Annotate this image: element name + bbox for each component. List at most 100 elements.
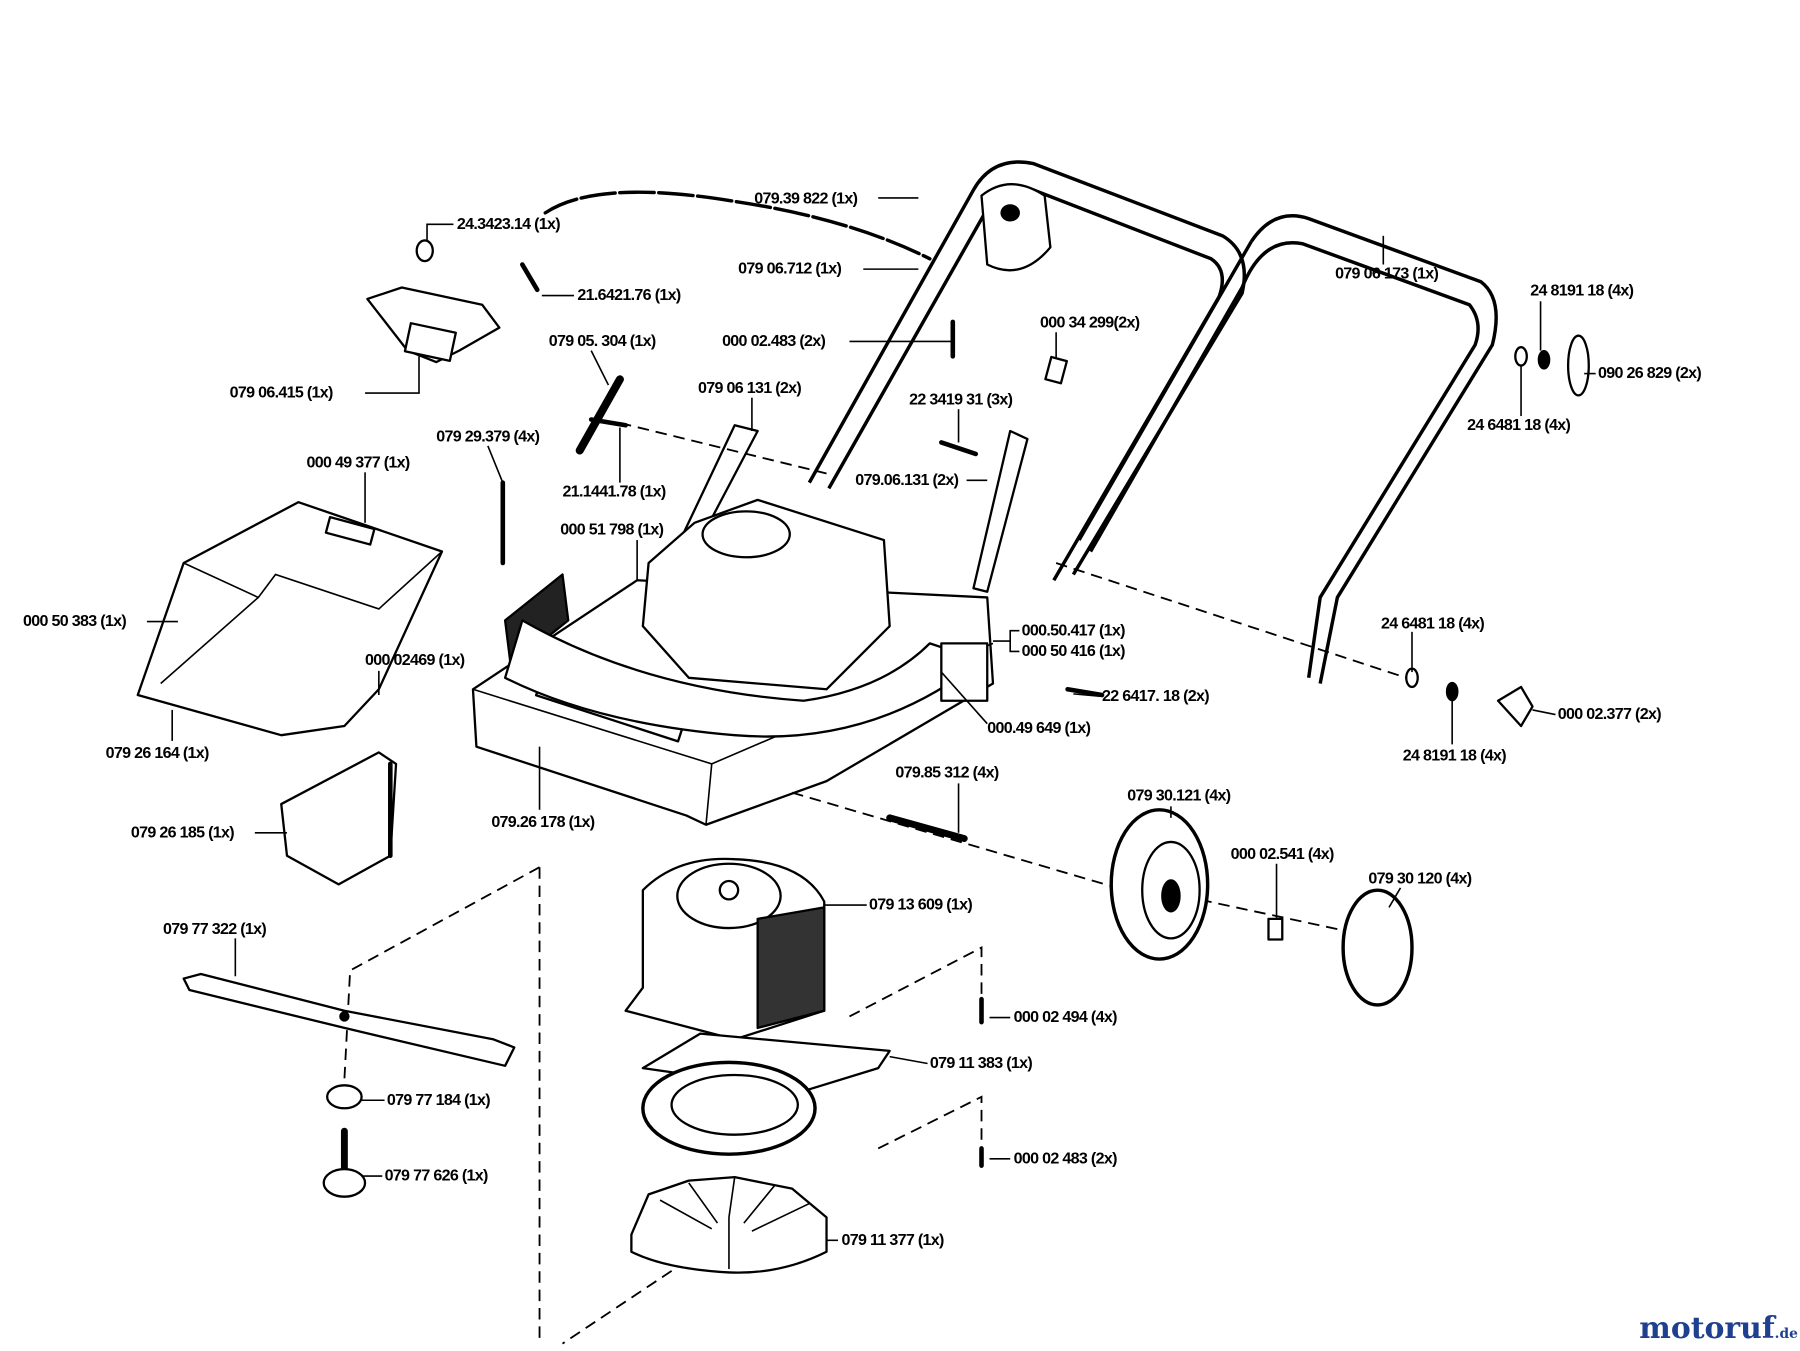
- part-number-label: 000 34 299(2x): [1040, 314, 1140, 332]
- fan-line: [561, 1239, 718, 1345]
- leader-lines: [146, 197, 1596, 1242]
- leader-line: [1073, 693, 1100, 697]
- fan-blades: [659, 1177, 810, 1269]
- part-number-label: 000 49 377 (1x): [307, 454, 410, 472]
- upper-handle: [807, 160, 1247, 576]
- lower-handle-inner: [1240, 241, 1480, 679]
- blade-adapter: [326, 1084, 363, 1110]
- part-labels: 079.39 822 (1x) 24.3423.14 (1x) 21.6421.76…: [23, 190, 1702, 1249]
- handle-nut-cap: [1496, 685, 1534, 728]
- part-number-label: 000 51 798 (1x): [560, 520, 663, 538]
- axle-line-front: [791, 791, 1344, 932]
- bearing-ring-inner: [670, 1073, 799, 1136]
- part-number-label: 000 02.377 (2x): [1558, 705, 1661, 723]
- washer: [1537, 350, 1551, 370]
- axle-line-handle: [1055, 562, 1407, 679]
- part-number-label: 000 02.483 (2x): [722, 332, 825, 350]
- motor-shaft: [718, 879, 740, 901]
- part-number-label: 079 06.415 (1x): [230, 384, 333, 402]
- part-number-label: 079.06.131 (2x): [855, 471, 958, 489]
- motoruf-logo: motoruf.de: [1639, 1311, 1798, 1346]
- part-number-label: 22 3419 31 (3x): [909, 391, 1012, 409]
- switch-box: [980, 183, 1052, 272]
- part-number-label: 079 26 164 (1x): [106, 744, 209, 762]
- grass-bag-window: [324, 516, 376, 546]
- part-number-label: 000 02.541 (4x): [1231, 845, 1334, 863]
- part-number-label: 079.39 822 (1x): [754, 190, 857, 208]
- handle-nut: [1044, 355, 1069, 385]
- part-number-label: 079 26 185 (1x): [131, 823, 234, 841]
- leader-line: [487, 445, 504, 483]
- part-number-label: 079 29.379 (4x): [436, 427, 539, 445]
- part-number-label: 000 50 416 (1x): [1022, 642, 1125, 660]
- part-number-label: 000 02 494 (4x): [1014, 1008, 1117, 1026]
- leader-line: [1388, 887, 1402, 908]
- handle-clamp-plate: [403, 322, 457, 362]
- part-number-label: 24 6481 18 (4x): [1381, 614, 1484, 632]
- part-number-label: 079.26 178 (1x): [491, 813, 594, 831]
- side-plate: [940, 642, 989, 702]
- part-number-label: 24 6481 18 (4x): [1467, 416, 1570, 434]
- part-number-label: 24.3423.14 (1x): [457, 215, 560, 233]
- part-number-label: 079 13 609 (1x): [869, 896, 972, 914]
- part-number-label: 24 8191 18 (4x): [1530, 282, 1633, 300]
- leader-line: [940, 671, 988, 725]
- part-number-label: 000 02469 (1x): [365, 651, 465, 669]
- part-number-label: 000 50 383 (1x): [23, 612, 126, 630]
- hubcap: [1341, 888, 1414, 1007]
- handle-bracket-right: [972, 429, 1029, 593]
- leader-line: [426, 223, 454, 242]
- blade-hole: [339, 1011, 350, 1022]
- motor-cover-opening: [701, 510, 791, 559]
- adjuster-pin: [588, 417, 628, 428]
- handle-knob: [1566, 334, 1590, 397]
- blade: [182, 972, 516, 1067]
- wheel-nut: [1267, 917, 1284, 941]
- grass-bag: [136, 501, 444, 737]
- part-number-label: 21.6421.76 (1x): [577, 286, 680, 304]
- lower-handle: [1249, 214, 1498, 684]
- clamp-screw: [520, 262, 540, 293]
- motor-cover: [641, 498, 891, 691]
- bracket-line: [849, 946, 983, 1150]
- part-number-label: 000 02 483 (2x): [1014, 1149, 1117, 1167]
- part-number-label: 079 30.121 (4x): [1127, 787, 1230, 805]
- grass-bag-top: [160, 550, 443, 685]
- motor-windings: [756, 906, 826, 1030]
- cable: [543, 190, 932, 261]
- handle-screw: [939, 440, 979, 457]
- side-screw: [1065, 686, 1105, 698]
- leader-line: [365, 356, 420, 394]
- leader-line: [889, 1055, 928, 1065]
- part-number-label: 079 11 377 (1x): [841, 1231, 944, 1249]
- part-number-label: 090 26 829 (2x): [1598, 364, 1701, 382]
- adjuster-bolt: [575, 375, 624, 455]
- part-number-label: 079 06 131 (2x): [698, 379, 801, 397]
- leader-line: [992, 629, 1020, 653]
- part-number-label: 22 6417. 18 (2x): [1102, 687, 1209, 705]
- part-number-label: 000.50.417 (1x): [1022, 621, 1125, 639]
- wheel-hub: [1161, 879, 1181, 913]
- part-number-label: 21.1441.78 (1x): [563, 482, 666, 500]
- leader-line: [590, 350, 610, 386]
- part-number-label: 079 77 626 (1x): [385, 1167, 488, 1185]
- part-number-label: 24 8191 18 (4x): [1403, 746, 1506, 764]
- part-number-label: 079 05. 304 (1x): [549, 332, 656, 350]
- clamp-knob: [415, 239, 434, 263]
- part-number-label: 000.49 649 (1x): [987, 719, 1090, 737]
- lower-handle-left: [1077, 240, 1253, 553]
- leader-line: [1532, 709, 1556, 716]
- blade-bolt-head: [322, 1167, 367, 1198]
- part-number-label: 079 06.712 (1x): [738, 260, 841, 278]
- part-number-label: 079 11 383 (1x): [930, 1054, 1033, 1072]
- part-number-label: 079.85 312 (4x): [895, 764, 998, 782]
- part-number-label: 079 77 184 (1x): [387, 1091, 490, 1109]
- axle-bolt: [886, 814, 968, 842]
- part-number-label: 079 30 120 (4x): [1368, 869, 1471, 887]
- switch-knob: [1000, 204, 1020, 222]
- part-number-label: 079 06 173 (1x): [1335, 264, 1438, 282]
- part-number-label: 079 77 322 (1x): [163, 920, 266, 938]
